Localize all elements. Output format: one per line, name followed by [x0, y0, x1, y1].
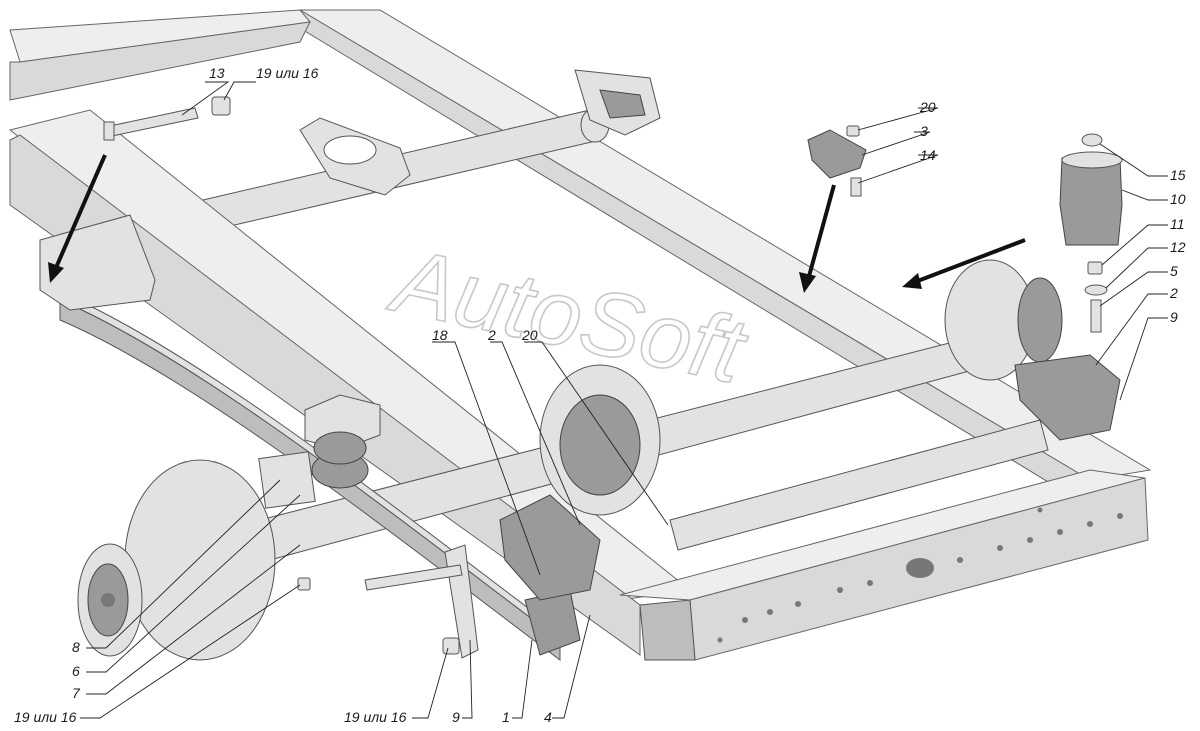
callout-12: 12	[1170, 239, 1186, 255]
arrow-bolt-13	[53, 154, 107, 271]
rear-spring-bracket	[499, 494, 601, 601]
callout-7: 7	[72, 685, 81, 701]
callout-labels: 13 19 или 16 20 3 14 15 10 11 12 5 2 9 1…	[14, 65, 1186, 725]
callout-20-center: 20	[521, 327, 538, 343]
exploded-nuts-lower	[297, 577, 460, 655]
lower-long-bolt	[364, 564, 463, 591]
callout-19-or-16-top: 19 или 16	[256, 65, 319, 81]
rear-axle	[259, 329, 1011, 561]
callout-6: 6	[72, 663, 80, 679]
u-bolt-clamp	[258, 451, 316, 509]
lower-cross-tube	[669, 419, 1049, 551]
callout-11: 11	[1170, 216, 1185, 232]
cross-member-holes	[717, 507, 1123, 643]
callout-2-center: 2	[487, 327, 496, 343]
callout-4: 4	[544, 709, 552, 725]
tow-bracket	[299, 117, 411, 196]
far-spring-mount	[574, 69, 661, 136]
arrow-buffer-10	[914, 238, 1026, 284]
callout-10: 10	[1170, 191, 1186, 207]
callout-18: 18	[432, 327, 448, 343]
rear-cross-member	[619, 469, 1149, 661]
callout-8: 8	[72, 639, 80, 655]
assembly-arrows	[48, 154, 1026, 293]
callout-9-bottom: 9	[452, 709, 460, 725]
leader-lines	[80, 81, 1168, 719]
far-rear-bracket	[1014, 354, 1121, 441]
left-brake-drum	[77, 459, 276, 661]
exploded-bolt-14	[850, 177, 862, 197]
callout-15: 15	[1170, 167, 1186, 183]
callout-19-or-16-bottom: 19 или 16	[344, 709, 407, 725]
callout-1: 1	[502, 709, 510, 725]
exploded-bolt-13	[103, 107, 199, 141]
exploded-nut-20	[846, 125, 860, 137]
arrow-bracket-3	[806, 184, 836, 281]
exploded-bracket-3	[807, 129, 867, 179]
exploded-buffer-10	[1059, 133, 1123, 246]
rear-frame-section	[9, 9, 311, 101]
callout-3: 3	[920, 123, 928, 139]
callout-5: 5	[1170, 263, 1178, 279]
callout-14: 14	[920, 147, 936, 163]
near-rubber-buffer	[304, 394, 381, 489]
callout-9-right: 9	[1170, 309, 1178, 325]
right-brake-drum	[944, 259, 1063, 381]
callout-13: 13	[209, 65, 225, 81]
exploded-nut-19	[211, 96, 231, 116]
callout-20-top: 20	[919, 99, 936, 115]
callout-2-right: 2	[1169, 285, 1178, 301]
callout-19-or-16-left: 19 или 16	[14, 709, 77, 725]
exploded-washer-11-12-bolt-5	[1084, 261, 1108, 333]
